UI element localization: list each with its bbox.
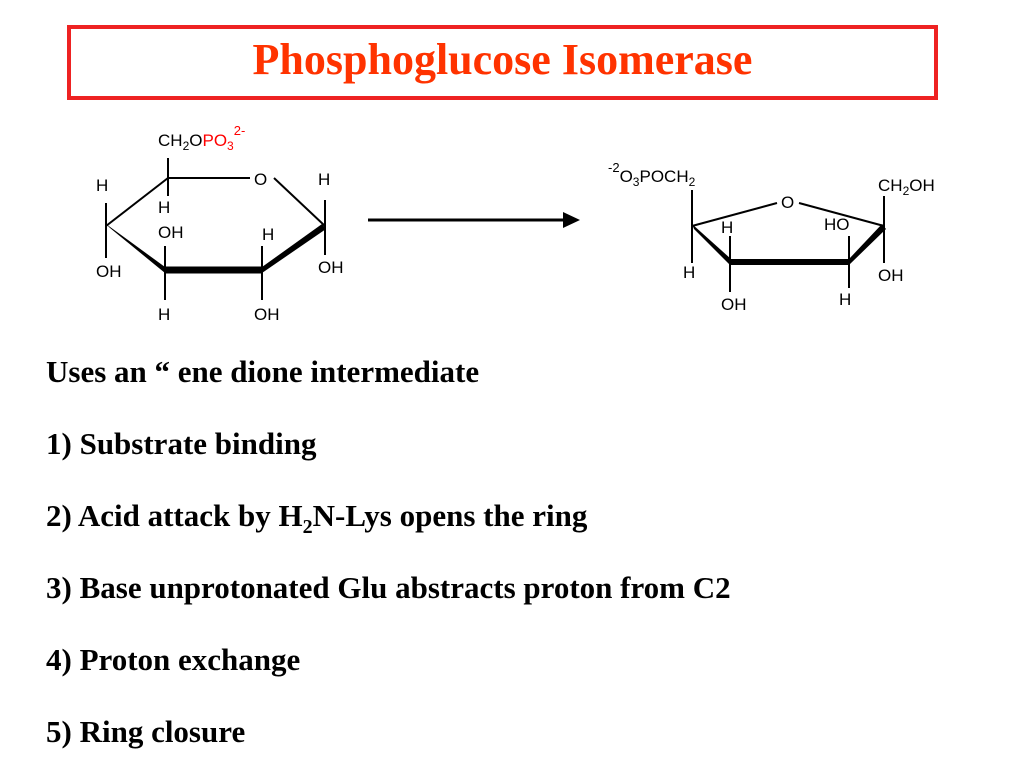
glc-ring-oxygen: O (254, 170, 267, 189)
ring-bond-c5-c4 (105, 177, 169, 227)
ring-bond-o-c1 (273, 177, 326, 227)
glc-c1-top-h: H (318, 170, 330, 189)
ring-bond-c5-o (691, 202, 778, 227)
fru-c3-h: H (839, 290, 851, 309)
fru-c4-h: H (721, 218, 733, 237)
glucose-6-phosphate (105, 158, 326, 300)
mechanism-steps: Uses an “ ene dione intermediate 1) Subs… (46, 352, 731, 784)
step-5: 5) Ring closure (46, 714, 246, 749)
step-4: 4) Proton exchange (46, 642, 301, 677)
ring-bond-c4-c3-bold (106, 224, 165, 273)
title-box: Phosphoglucose Isomerase (67, 25, 938, 100)
glc-c3-bottom-h: H (158, 305, 170, 324)
ring-bond-c3-c2-bold (849, 224, 886, 265)
glc-c4-oh: OH (96, 262, 122, 281)
glc-c4-top-h: H (96, 176, 108, 195)
fru-c3-ho: HO (824, 215, 850, 234)
fru-c4-oh: OH (721, 295, 747, 314)
glc-c3-oh: OH (158, 223, 184, 242)
glc-c2-h: H (262, 225, 274, 244)
fructose-6-phosphate (691, 190, 886, 292)
step-3: 3) Base unprotonated Glu abstracts proto… (46, 570, 731, 605)
fru-phosphate-label: -2O3POCH2 (608, 160, 696, 189)
ring-bond-o-c2 (798, 202, 885, 227)
glc-ch2-label: CH2OPO32- (158, 123, 245, 153)
fru-ch2oh-label: CH2OH (878, 176, 935, 198)
step-intro: Uses an “ ene dione intermediate (46, 354, 480, 389)
fru-ring-oxygen: O (781, 193, 794, 212)
glc-c2-bottom-oh: OH (254, 305, 280, 324)
glc-c5-h: H (158, 198, 170, 217)
reaction-diagram: CH2OPO32- O H H H OH H OH OH H OH -2O3PO… (96, 123, 935, 324)
step-1: 1) Substrate binding (46, 426, 317, 461)
slide-title: Phosphoglucose Isomerase (252, 35, 753, 84)
fru-c2-oh: OH (878, 266, 904, 285)
fru-c5-h: H (683, 263, 695, 282)
reaction-arrow (368, 212, 580, 228)
step-2: 2) Acid attack by H2N-Lys opens the ring (46, 498, 588, 539)
ring-bond-c2-c1-bold (262, 224, 326, 273)
glc-c1-oh: OH (318, 258, 344, 277)
ring-bond-c5-c4-bold (692, 224, 731, 265)
